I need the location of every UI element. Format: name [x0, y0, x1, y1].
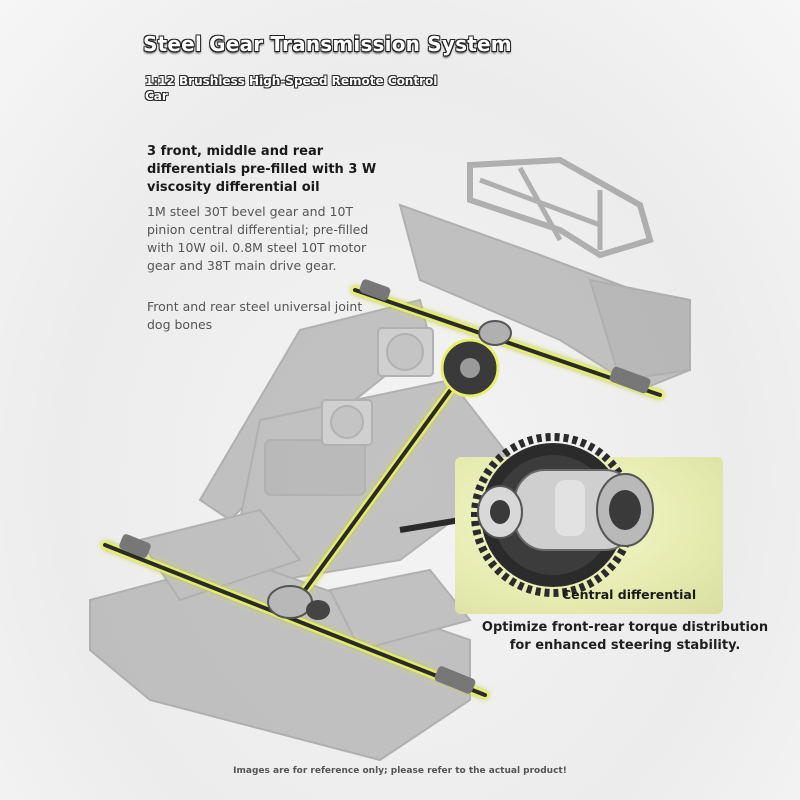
- disclaimer-text: Images are for reference only; please re…: [233, 766, 567, 776]
- central-differential-label: Central differential: [562, 587, 697, 602]
- page-title: Steel Gear Transmission System: [143, 32, 512, 56]
- feature-dogbones-text: Front and rear steel universal joint dog…: [147, 299, 363, 332]
- callout-caption: Optimize front-rear torque distribution …: [481, 620, 769, 653]
- feature-gears-text: 1M steel 30T bevel gear and 10T pinion c…: [147, 204, 369, 273]
- feature-differentials-text: 3 front, middle and rear differentials p…: [147, 144, 377, 195]
- page-subtitle: 1:12 Brushless High-Speed Remote Control…: [145, 74, 438, 103]
- central-differential-icon: [471, 433, 654, 597]
